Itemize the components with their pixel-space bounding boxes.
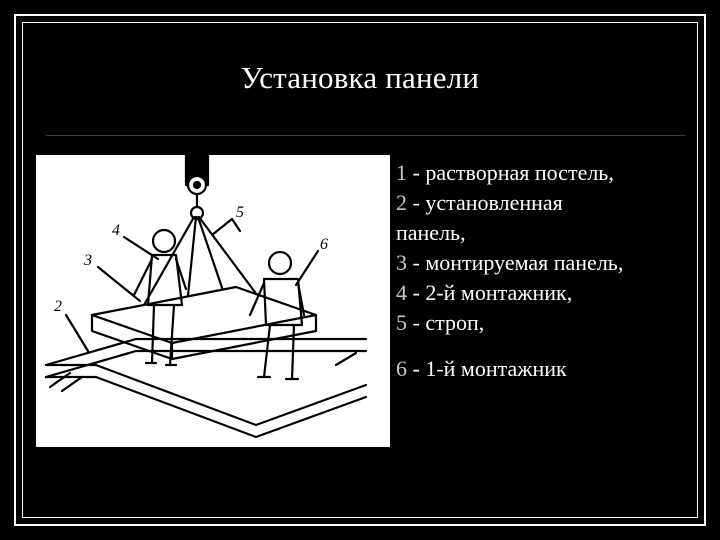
mounted-panel (90, 285, 318, 345)
figure-label-4: 4 (112, 222, 120, 239)
legend-item-2-continued: панель, (396, 220, 466, 245)
figure-label-3: 3 (83, 252, 92, 269)
panel-installation-drawing: 2 3 4 5 6 (36, 155, 390, 447)
legend-item-2: 2 - установленная (396, 190, 563, 215)
legend-item-3: 3 - монтируемая панель, (396, 250, 624, 275)
slide-border-outer (14, 14, 706, 526)
figure-label-5: 5 (236, 204, 244, 221)
worker-2-head (151, 228, 177, 254)
slide-title: Установка панели (240, 60, 480, 95)
legend-spacer (396, 338, 716, 354)
legend-item-1: 1 - растворная постель, (396, 160, 614, 185)
worker-1-head (267, 250, 293, 276)
figure-label-6: 6 (320, 236, 328, 253)
legend-item-6: 6 - 1-й монтажник (396, 356, 567, 381)
title-divider (46, 135, 686, 136)
legend-item-5: 5 - строп, (396, 310, 485, 335)
legend-item-4: 4 - 2-й монтажник, (396, 280, 573, 305)
figure-label-2: 2 (54, 298, 62, 315)
slide-border-inner (22, 22, 698, 518)
sling-left (142, 215, 196, 307)
legend-list: 1 - растворная постель, 2 - установленна… (396, 158, 716, 384)
